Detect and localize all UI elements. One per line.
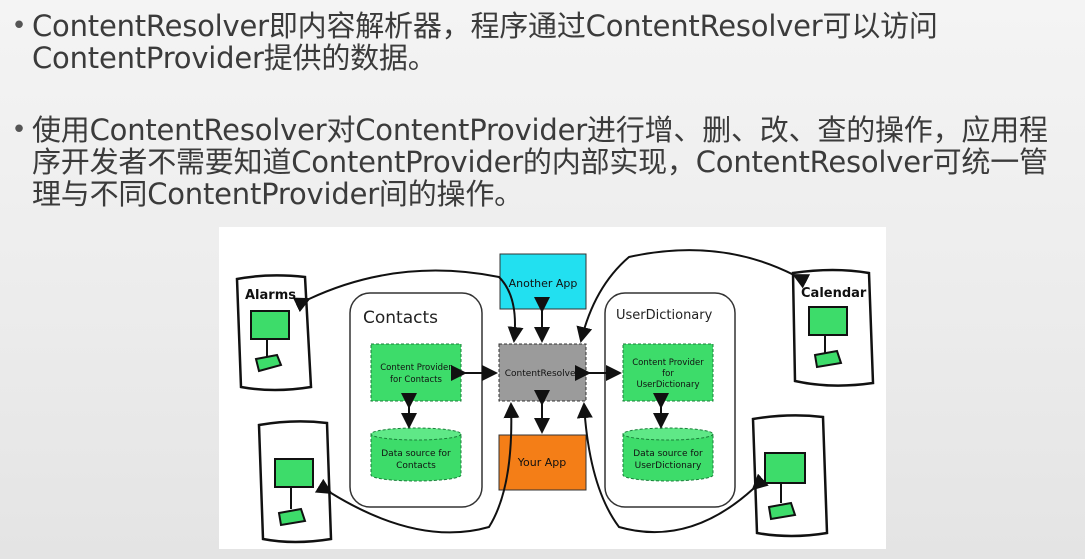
content-resolver-diagram: Another App Contacts Content Provider fo… [219,227,886,549]
svg-text:UserDictionary: UserDictionary [637,380,700,390]
alarms-device-bottom [257,420,333,544]
svg-text:Data source for: Data source for [381,449,451,459]
bullet-text: ContentResolver即内容解析器，程序通过ContentResolve… [32,9,938,75]
svg-text:Another App: Another App [509,277,578,290]
svg-text:for: for [662,369,674,379]
contacts-provider-box: Content Provider for Contacts [370,343,462,402]
svg-text:Content Provider: Content Provider [380,363,452,373]
svg-text:Contacts: Contacts [396,461,436,471]
svg-text:Data source for: Data source for [633,449,703,459]
device-bottom-right [751,414,829,538]
your-app-box: Your App [498,434,587,491]
bullet-item: • ContentResolver即内容解析器，程序通过ContentResol… [6,10,1076,74]
content-resolver-box: ContentResolver [498,343,587,402]
svg-text:Calendar: Calendar [801,286,867,301]
svg-text:UserDictionary: UserDictionary [616,308,713,323]
svg-text:Alarms: Alarms [245,288,296,303]
calendar-device: Calendar [791,268,875,387]
svg-text:Your App: Your App [517,456,566,469]
bullet-dot: • [11,115,27,145]
userdictionary-group: UserDictionary Content Provider for User… [604,292,736,508]
contacts-group: Contacts Content Provider for Contacts D… [349,292,483,508]
userdictionary-datasource-cylinder: Data source for UserDictionary [622,427,714,482]
svg-text:Contacts: Contacts [363,308,438,328]
svg-text:for Contacts: for Contacts [390,375,442,385]
contacts-datasource-cylinder: Data source for Contacts [370,427,462,482]
svg-text:ContentResolver: ContentResolver [505,369,580,379]
bullet-item: • 使用ContentResolver对ContentProvider进行增、删… [6,114,1076,210]
bullet-dot: • [11,11,27,41]
userdictionary-provider-box: Content Provider for UserDictionary [622,343,714,402]
bullet-text: 使用ContentResolver对ContentProvider进行增、删、改… [32,113,1048,211]
svg-text:UserDictionary: UserDictionary [635,461,702,471]
alarms-device-top: Alarms [235,274,313,392]
svg-text:Content Provider: Content Provider [632,358,704,368]
